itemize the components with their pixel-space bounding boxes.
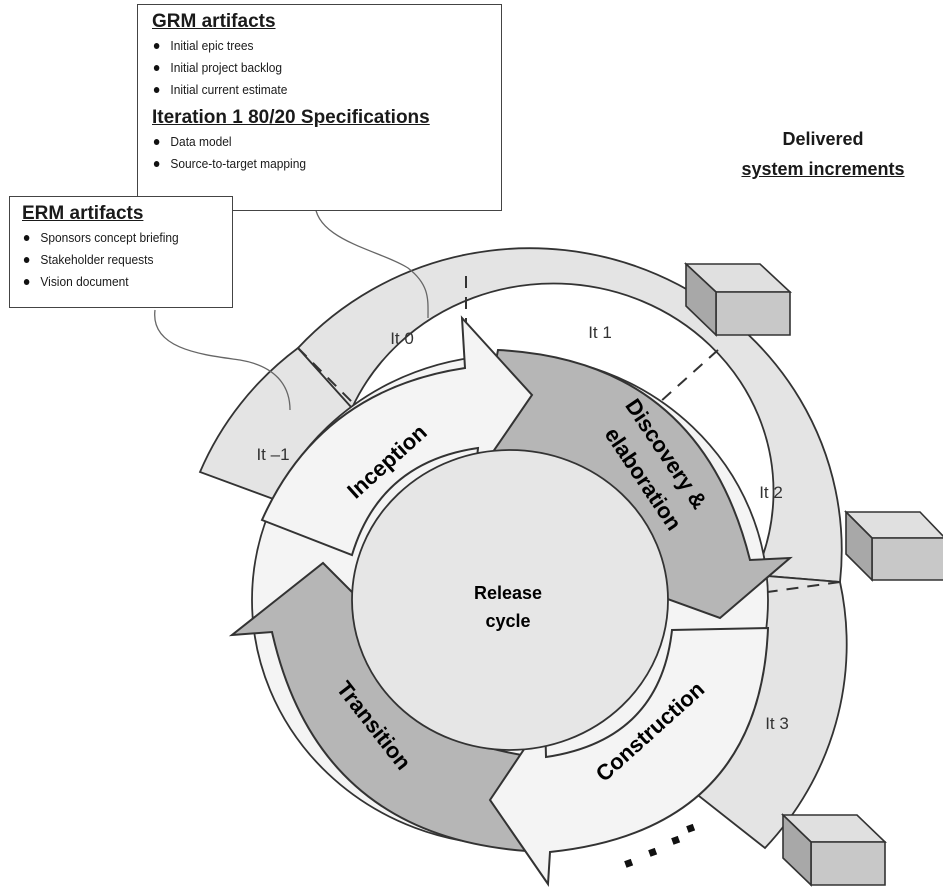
iteration-label-it-3: It 3 — [765, 714, 789, 733]
erm-artifacts-box: ERM artifacts Sponsors concept briefing … — [9, 196, 233, 308]
divider-it1-it2 — [659, 349, 719, 403]
grm-connector-line — [314, 199, 429, 319]
erm-connector-line — [154, 309, 291, 411]
list-item: Stakeholder requests — [22, 249, 206, 271]
list-item: Sponsors concept briefing — [22, 227, 206, 249]
erm-artifacts-title: ERM artifacts — [22, 203, 144, 224]
center-label-line2: cycle — [485, 611, 530, 631]
delivered-heading-line2: system increments — [741, 159, 905, 179]
divider-it2-it3 — [759, 581, 841, 594]
list-item: Vision document — [22, 271, 206, 293]
iteration-label-it-2: It 2 — [759, 483, 783, 502]
list-item: Initial project backlog — [152, 57, 464, 79]
iteration-label-it-1: It 1 — [588, 323, 612, 342]
iteration-label-it-minus-1: It –1 — [256, 445, 289, 464]
grm-artifacts-list: Initial epic trees Initial project backl… — [152, 35, 491, 101]
iteration-label-it-0: It 0 — [390, 329, 414, 348]
release-cycle-disc — [351, 449, 669, 751]
continuation-dots — [624, 823, 696, 868]
delivered-increments-heading: Delivered system increments — [718, 124, 928, 184]
increment-box-1 — [683, 262, 793, 337]
list-item: Initial epic trees — [152, 35, 464, 57]
increment-box-3 — [781, 813, 887, 887]
erm-artifacts-list: Sponsors concept briefing Stakeholder re… — [22, 227, 222, 293]
grm-artifacts-box: GRM artifacts Initial epic trees Initial… — [137, 4, 502, 211]
divider-it-minus1-it0 — [297, 347, 357, 407]
construction-arrow — [488, 626, 770, 887]
iteration-specs-list: Data model Source-to-target mapping — [152, 131, 491, 175]
iteration-specs-title: Iteration 1 80/20 Specifications — [152, 107, 430, 128]
delivered-heading-line1: Delivered — [782, 129, 864, 149]
iteration-dividers — [297, 276, 841, 594]
increment-box-2 — [844, 510, 943, 582]
list-item: Data model — [152, 131, 464, 153]
list-item: Initial current estimate — [152, 79, 464, 101]
inception-arrow — [260, 315, 534, 557]
grm-artifacts-title: GRM artifacts — [152, 11, 276, 32]
center-label-line1: Release — [474, 583, 542, 603]
list-item: Source-to-target mapping — [152, 153, 464, 175]
